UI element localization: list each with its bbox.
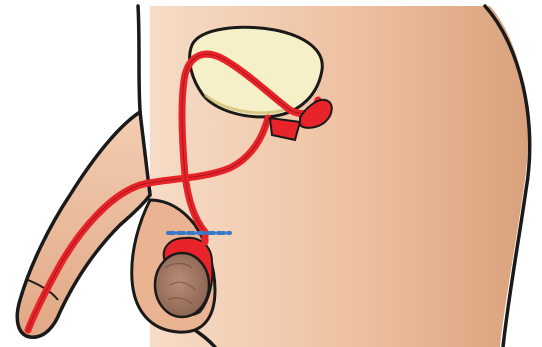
testis: [155, 253, 209, 317]
